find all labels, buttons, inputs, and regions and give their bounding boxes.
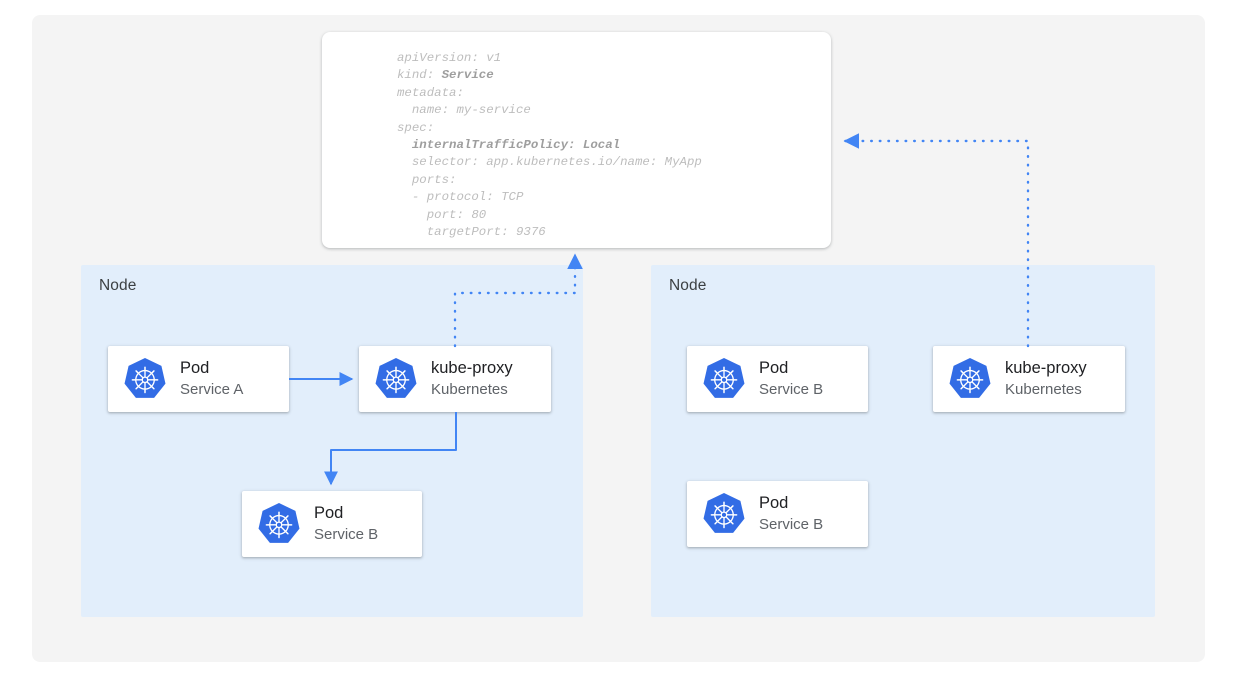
card-title: Pod <box>314 504 344 523</box>
card-kube-proxy-right[interactable]: kube-proxy Kubernetes <box>933 346 1125 412</box>
card-pod-service-b-right-bottom[interactable]: Pod Service B <box>687 481 868 547</box>
card-pod-service-b-left[interactable]: Pod Service B <box>242 491 422 557</box>
kubernetes-icon <box>375 358 417 400</box>
card-title: Pod <box>180 359 210 378</box>
service-manifest-code: apiVersion: v1 kind: Service metadata: n… <box>397 51 702 240</box>
card-title: kube-proxy <box>1005 359 1087 378</box>
card-subtitle: Service B <box>314 525 379 543</box>
card-title: kube-proxy <box>431 359 513 378</box>
card-subtitle: Service B <box>759 515 824 533</box>
node-box-left: Node <box>81 265 583 617</box>
kubernetes-icon <box>949 358 991 400</box>
node-box-right: Node <box>651 265 1155 617</box>
card-subtitle: Kubernetes <box>1005 380 1082 398</box>
node-label: Node <box>99 277 137 294</box>
kubernetes-icon <box>258 503 300 545</box>
card-pod-service-a[interactable]: Pod Service A <box>108 346 289 412</box>
kubernetes-icon <box>124 358 166 400</box>
card-title: Pod <box>759 359 789 378</box>
service-manifest-panel: apiVersion: v1 kind: Service metadata: n… <box>322 32 831 248</box>
kubernetes-icon <box>703 358 745 400</box>
node-label: Node <box>669 277 707 294</box>
card-pod-service-b-right-top[interactable]: Pod Service B <box>687 346 868 412</box>
card-kube-proxy-left[interactable]: kube-proxy Kubernetes <box>359 346 551 412</box>
kubernetes-icon <box>703 493 745 535</box>
card-subtitle: Kubernetes <box>431 380 508 398</box>
card-subtitle: Service B <box>759 380 824 398</box>
card-title: Pod <box>759 494 789 513</box>
card-subtitle: Service A <box>180 380 244 398</box>
